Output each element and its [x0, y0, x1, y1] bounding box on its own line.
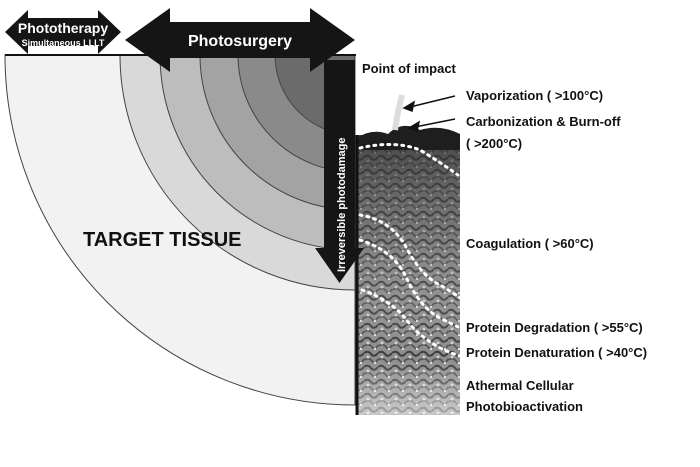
pointer-arrows: [402, 95, 456, 133]
photosurgery-arrow: Photosurgery: [125, 8, 355, 72]
vapor-plume: [392, 94, 405, 131]
zone-boundaries: [358, 143, 462, 358]
coagulation-label: Coagulation ( >60°C): [466, 236, 594, 251]
boundary-denaturation: [360, 288, 462, 358]
carbonization-label-line1: Carbonization & Burn-off: [466, 114, 621, 129]
carbonization-label-line2: ( >200°C): [466, 136, 522, 151]
tissue-section: [355, 125, 460, 415]
protein-denaturation-label: Protein Denaturation ( >40°C): [466, 345, 647, 360]
protein-degradation-label: Protein Degradation ( >55°C): [466, 320, 643, 335]
irreversible-photodamage-arrow: Irreversible photodamage: [315, 60, 364, 283]
phototherapy-arrow: Phototherapy Simultaneous LLLT: [5, 10, 121, 54]
phototherapy-label: Phototherapy: [18, 20, 108, 36]
boundary-coagulation: [358, 213, 462, 300]
athermal-label-line1: Athermal Cellular: [466, 378, 574, 393]
vaporization-label: Vaporization ( >100°C): [466, 88, 603, 103]
irreversible-photodamage-label: Irreversible photodamage: [336, 138, 348, 273]
phototherapy-sublabel: Simultaneous LLLT: [22, 38, 105, 48]
zone-labels: Vaporization ( >100°C) Carbonization & B…: [466, 88, 647, 414]
photosurgery-label: Photosurgery: [188, 33, 292, 50]
target-tissue-label: TARGET TISSUE: [83, 229, 242, 251]
boundary-degradation: [358, 238, 462, 330]
boundary-carbonization: [358, 143, 460, 177]
athermal-label-line2: Photobioactivation: [466, 399, 583, 414]
point-of-impact-label: Point of impact: [362, 61, 457, 76]
